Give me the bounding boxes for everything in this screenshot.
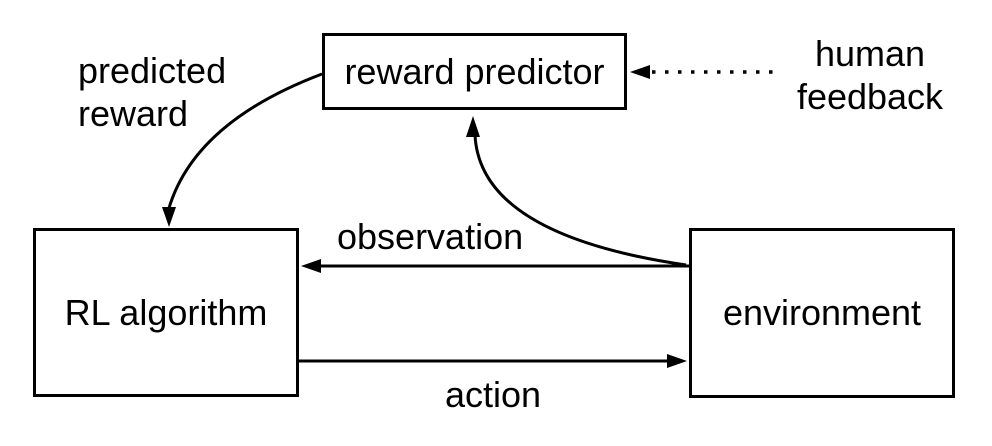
predicted-reward-arrow [162,72,323,227]
environment-to-reward-predictor-arrow [466,116,687,267]
reward-predictor-label: reward predictor [344,50,605,92]
observation-arrow [301,259,692,273]
rl-algorithm-label: RL algorithm [64,291,268,333]
predicted-reward-label: predicted reward [78,50,227,134]
human-feedback-arrow [630,65,780,79]
environment-label: environment [722,292,922,333]
environment-box: environment [689,228,955,398]
action-arrow [299,354,687,368]
rl-algorithm-box: RL algorithm [33,228,299,397]
reward-predictor-box: reward predictor [322,33,627,110]
action-label: action [445,374,542,415]
observation-label: observation [337,216,524,257]
human-feedback-label: human feedback [796,33,944,117]
